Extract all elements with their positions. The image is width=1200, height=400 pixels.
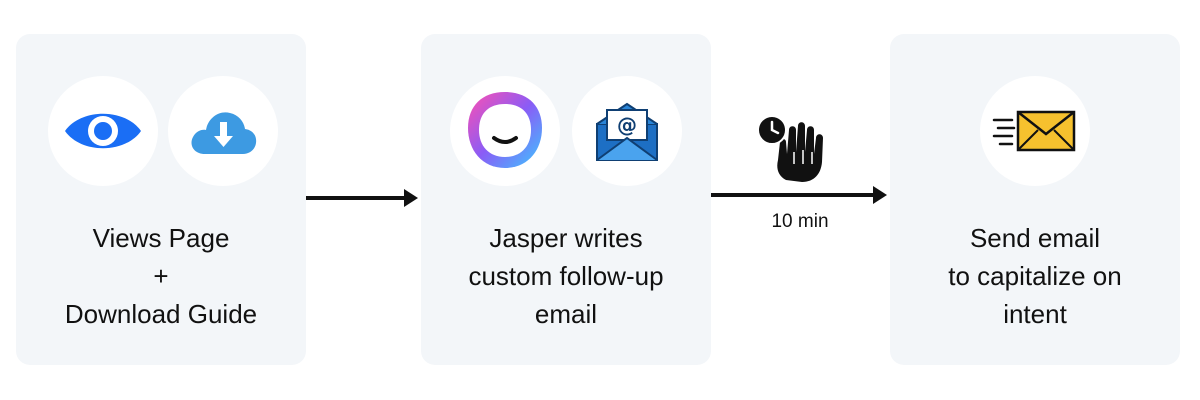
step-3-line-2: to capitalize on — [948, 261, 1122, 291]
svg-text:@: @ — [617, 113, 637, 137]
step-3-label: Send email to capitalize on intent — [890, 219, 1180, 333]
step-1-label: Views Page + Download Guide — [16, 219, 306, 333]
step-2-line-1: Jasper writes — [489, 223, 643, 253]
step-3-line-3: intent — [1003, 299, 1067, 329]
delay-label: 10 min — [771, 211, 829, 232]
step-1-card: Views Page + Download Guide — [16, 34, 306, 365]
eye-icon — [65, 113, 141, 149]
step-1-line-1: Views Page — [92, 223, 230, 253]
fast-envelope-icon — [992, 110, 1076, 152]
email-at-circle: @ — [572, 76, 682, 186]
step-1-line-2: + — [153, 261, 169, 291]
clock-hand-stop-icon — [757, 115, 823, 182]
flow-arrow-1 — [306, 189, 418, 207]
cloud-download-icon — [191, 112, 257, 154]
fast-envelope-circle — [980, 76, 1090, 186]
eye-icon-circle — [48, 76, 158, 186]
step-2-card: @ Jasper writes custom follow-up email — [421, 34, 711, 365]
step-1-line-3: Download Guide — [64, 299, 258, 329]
jasper-logo-icon — [468, 92, 542, 168]
flow-arrow-2 — [711, 186, 887, 204]
email-at-icon: @ — [596, 102, 658, 161]
step-2-line-3: email — [534, 299, 598, 329]
cloud-download-icon-circle — [168, 76, 278, 186]
step-2-line-2: custom follow-up — [468, 261, 664, 291]
step-3-line-1: Send email — [969, 223, 1101, 253]
step-3-card: Send email to capitalize on intent — [890, 34, 1180, 365]
jasper-logo-circle — [450, 76, 560, 186]
step-2-label: Jasper writes custom follow-up email — [421, 219, 711, 333]
